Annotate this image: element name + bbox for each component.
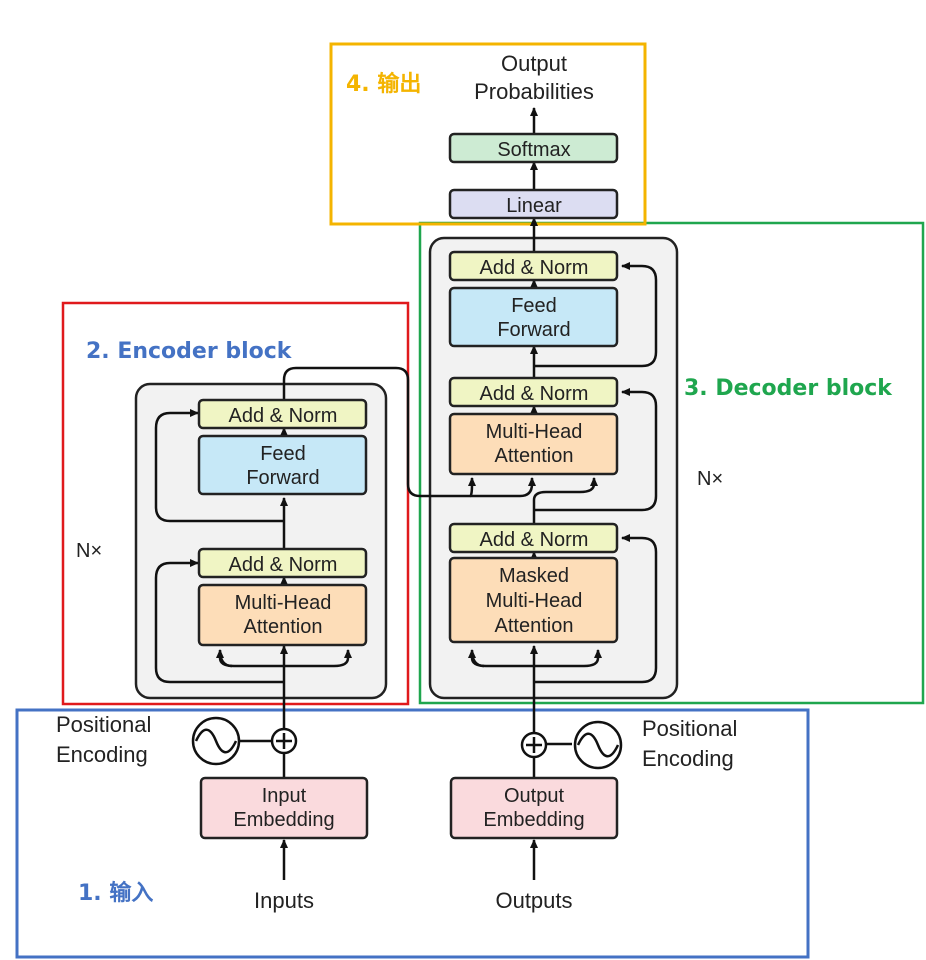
- encoder-feed-forward-line1: Feed: [260, 443, 306, 465]
- output-add-plus-icon: [526, 737, 542, 753]
- input-region-frame: [15, 708, 810, 959]
- output-positional-encoding-line2: Encoding: [642, 746, 734, 771]
- encoder-region-title: 2. Encoder block: [86, 339, 293, 364]
- decoder-add-norm-bottom-label: Add & Norm: [480, 529, 589, 551]
- input-embedding-block: [199, 776, 369, 840]
- decoder-add-norm-top-label: Add & Norm: [480, 257, 589, 279]
- output-positional-encoding-line1: Positional: [642, 716, 737, 741]
- decoder-add-norm-mid-label: Add & Norm: [480, 383, 589, 405]
- encoder-add-norm-top-label: Add & Norm: [229, 405, 338, 427]
- output-region-title: 4. 输出: [346, 71, 421, 97]
- decoder-cross-attention: [448, 412, 619, 476]
- output-embedding-line1: Output: [504, 785, 564, 807]
- output-sine-wave-icon: [576, 732, 620, 758]
- output-region-frame: [329, 42, 647, 226]
- decoder-add-norm-bottom: [448, 522, 619, 554]
- output-embedding-block: [449, 776, 619, 840]
- decoder-add-norm-mid: [448, 376, 619, 408]
- outputs-caption: Outputs: [495, 888, 572, 913]
- decoder-masked-attention-line2: Multi-Head: [486, 590, 583, 612]
- decoder-cross-attention-line2: Attention: [495, 445, 574, 467]
- encoder-feed-forward-line2: Forward: [246, 467, 319, 489]
- encoder-attention-line1: Multi-Head: [235, 592, 332, 614]
- decoder-cross-attention-line1: Multi-Head: [486, 421, 583, 443]
- softmax-block: [448, 132, 619, 164]
- decoder-feed-forward-line1: Feed: [511, 295, 557, 317]
- encoder-attention-line2: Attention: [244, 616, 323, 638]
- encoder-add-norm-top: [197, 398, 368, 430]
- input-embedding-line2: Embedding: [233, 809, 334, 831]
- input-embedding-line1: Input: [262, 785, 307, 807]
- input-sine-wave-icon: [194, 728, 238, 754]
- input-add-plus-icon: [276, 733, 292, 749]
- input-positional-encoding-line2: Encoding: [56, 742, 148, 767]
- decoder-masked-attention: [448, 556, 619, 644]
- decoder-feed-forward: [448, 286, 619, 348]
- softmax-label: Softmax: [497, 139, 570, 161]
- decoder-add-norm-top: [448, 250, 619, 282]
- output-embedding-line2: Embedding: [483, 809, 584, 831]
- encoder-add-norm-bottom-label: Add & Norm: [229, 554, 338, 576]
- decoder-region-title: 3. Decoder block: [684, 376, 893, 401]
- encoder-repeat-label: N×: [76, 540, 102, 562]
- connections: [154, 107, 658, 880]
- input-positional-encoding-line1: Positional: [56, 712, 151, 737]
- linear-label: Linear: [506, 195, 562, 217]
- output-probabilities-line1: Output: [501, 51, 567, 76]
- decoder-repeat-label: N×: [697, 468, 723, 490]
- output-probabilities-line2: Probabilities: [474, 79, 594, 104]
- decoder-masked-attention-line3: Attention: [495, 615, 574, 637]
- decoder-masked-attention-line1: Masked: [499, 565, 569, 587]
- decoder-feed-forward-line2: Forward: [497, 319, 570, 341]
- encoder-multi-head-attention: [197, 583, 368, 647]
- encoder-feed-forward: [197, 434, 368, 496]
- input-region-title: 1. 输入: [78, 880, 153, 906]
- decoder-region-frame: [418, 221, 925, 705]
- encoder-region-frame: [61, 301, 410, 706]
- encoder-add-norm-bottom: [197, 547, 368, 579]
- inputs-caption: Inputs: [254, 888, 314, 913]
- linear-block: [448, 188, 619, 220]
